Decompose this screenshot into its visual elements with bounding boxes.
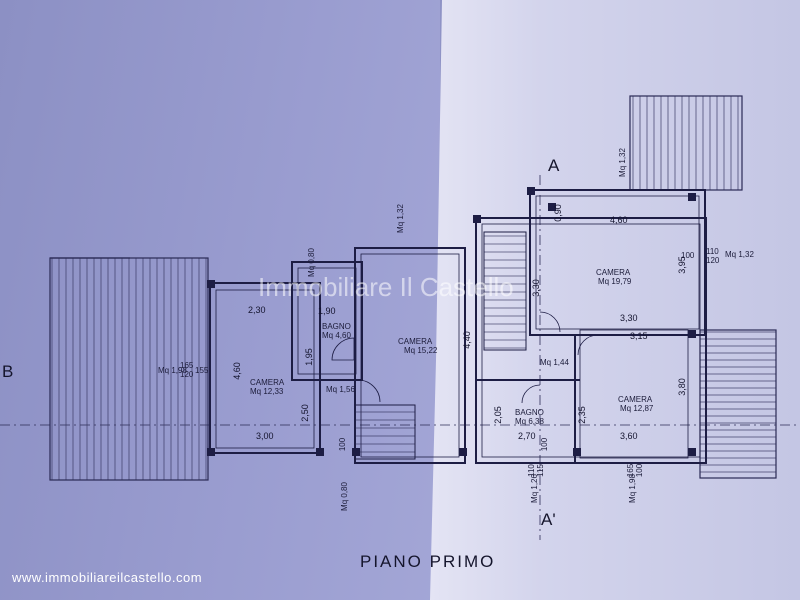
window-height-100a: 100 — [681, 251, 695, 260]
window-height-115: 115 — [535, 464, 545, 477]
dim-3-30-height: 3,30 — [530, 279, 541, 297]
dim-3-00: 3,00 — [256, 431, 274, 441]
dim-1-95: 1,95 — [303, 348, 314, 366]
window-height-100c: 100 — [540, 437, 550, 452]
room-camera-top-right-area: Mq 19,79 — [598, 277, 632, 286]
room-camera-left-area: Mq 12,33 — [250, 387, 284, 396]
window-area-bottom-left: Mq 0,80 — [339, 482, 349, 511]
section-marker-a: A — [548, 156, 560, 175]
dim-4-40: 4,40 — [461, 331, 472, 349]
window-height-110: 110 — [706, 247, 719, 256]
window-area-left-terrace: Mq 1,98 — [158, 366, 187, 375]
dim-0-90: 0,90 — [552, 204, 563, 222]
top-right-balcony — [629, 95, 743, 191]
left-wing-walls — [209, 247, 466, 464]
dim-3-60: 3,60 — [620, 431, 638, 441]
right-wing-walls — [475, 189, 707, 464]
room-bagno-right-name: BAGNO — [515, 408, 544, 417]
window-height-120b: 120 — [706, 256, 720, 265]
room-hall-right-area: Mq 1,44 — [540, 358, 569, 367]
door-swings — [331, 311, 599, 404]
room-bagno-left-area: Mq 4,60 — [322, 331, 351, 340]
window-height-165b: 165 — [626, 463, 636, 478]
room-camera-left-name: CAMERA — [250, 378, 285, 387]
footer-url[interactable]: www.immobiliareilcastello.com — [12, 570, 203, 585]
dim-4-60-left: 4,60 — [231, 362, 242, 380]
window-area-top-right: Mq 1,32 — [617, 148, 627, 177]
window-area-top-center2: Mq 1,32 — [395, 204, 405, 233]
watermark-text: Immobiliare Il Castello — [258, 272, 514, 302]
room-hall-left-area: Mq 1,56 — [326, 385, 355, 394]
window-height-110b: 110 — [526, 464, 536, 477]
room-bagno-left-name: BAGNO — [322, 322, 351, 331]
dim-4-60-top: 4,60 — [610, 215, 628, 225]
dim-2-35: 2,35 — [576, 406, 587, 424]
dim-3-15: 3,15 — [630, 331, 648, 341]
window-height-155: 155 — [195, 366, 209, 375]
window-height-120: 120 — [180, 370, 194, 379]
room-bagno-right-area: Mq 6,38 — [515, 417, 544, 426]
window-area-right-mid: Mq 1,32 — [725, 250, 754, 259]
window-height-100b: 100 — [338, 437, 348, 452]
window-height-165: 165 — [180, 361, 194, 370]
room-camera-top-right-name: CAMERA — [596, 268, 631, 277]
section-marker-b: B — [2, 362, 14, 381]
dim-2-05: 2,05 — [492, 406, 503, 424]
window-area-bottom-center: Mq 1,26 — [529, 474, 539, 503]
window-area-bottom-right: Mq 1,98 — [627, 474, 637, 503]
structural-columns — [207, 187, 696, 456]
dim-2-70: 2,70 — [518, 431, 536, 441]
room-camera-center-area: Mq 15,22 — [404, 346, 438, 355]
window-height-100d: 100 — [635, 463, 645, 478]
left-terrace — [49, 257, 209, 481]
section-marker-a-prime: A' — [541, 510, 556, 529]
room-camera-center-name: CAMERA — [398, 337, 433, 346]
room-camera-bottom-right-name: CAMERA — [618, 395, 653, 404]
dim-3-80: 3,80 — [676, 378, 687, 396]
room-camera-bottom-right-area: Mq 12,87 — [620, 404, 654, 413]
dim-2-30: 2,30 — [248, 305, 266, 315]
right-terrace — [699, 329, 777, 479]
dim-2-50: 2,50 — [299, 404, 310, 422]
dim-1-90: 1,90 — [318, 306, 336, 316]
dim-3-30-width: 3,30 — [620, 313, 638, 323]
plan-title: PIANO PRIMO — [360, 552, 496, 571]
